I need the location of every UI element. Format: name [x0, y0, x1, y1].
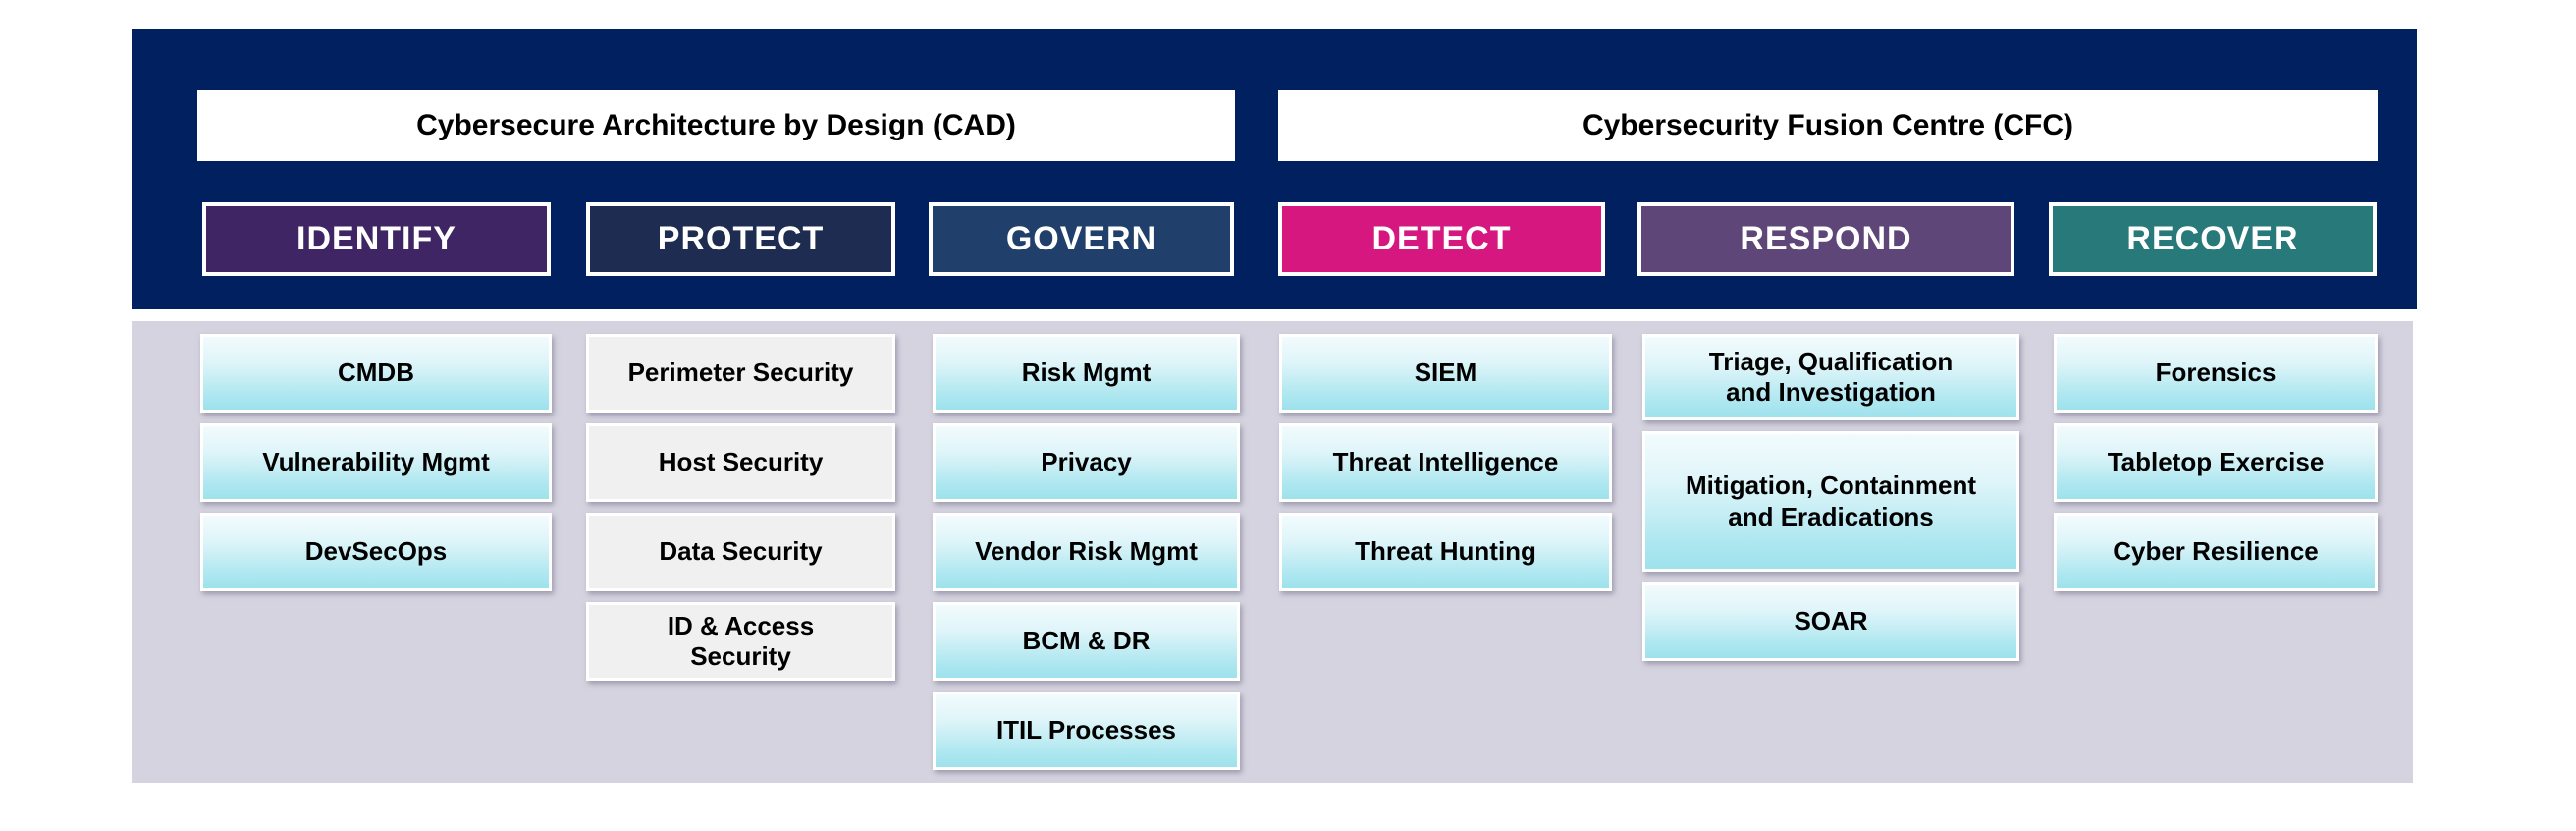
item-privacy: Privacy: [933, 423, 1240, 502]
item-perimeter-security: Perimeter Security: [586, 334, 895, 413]
item-id-access-security: ID & Access Security: [586, 602, 895, 681]
item-host-security: Host Security: [586, 423, 895, 502]
recover-column: Forensics Tabletop Exercise Cyber Resili…: [2054, 334, 2378, 591]
phase-govern: GOVERN: [929, 202, 1234, 276]
item-cmdb: CMDB: [200, 334, 552, 413]
phase-protect: PROTECT: [586, 202, 895, 276]
item-cyber-resilience: Cyber Resilience: [2054, 513, 2378, 591]
detect-column: SIEM Threat Intelligence Threat Hunting: [1279, 334, 1612, 591]
item-bcm-dr: BCM & DR: [933, 602, 1240, 681]
cad-title-text: Cybersecure Architecture by Design (CAD): [416, 109, 1016, 141]
item-vulnerability-mgmt: Vulnerability Mgmt: [200, 423, 552, 502]
cad-title-bar: Cybersecure Architecture by Design (CAD): [197, 90, 1235, 161]
item-itil-processes: ITIL Processes: [933, 692, 1240, 770]
item-mitigation-containment-eradications: Mitigation, Containment and Eradications: [1642, 431, 2019, 572]
item-risk-mgmt: Risk Mgmt: [933, 334, 1240, 413]
item-triage-qualification-investigation: Triage, Qualification and Investigation: [1642, 334, 2019, 420]
phase-identify: IDENTIFY: [202, 202, 551, 276]
header-band: Cybersecure Architecture by Design (CAD)…: [132, 29, 2417, 309]
body-panel: CMDB Vulnerability Mgmt DevSecOps Perime…: [132, 321, 2413, 783]
cfc-title-text: Cybersecurity Fusion Centre (CFC): [1582, 109, 2074, 141]
item-soar: SOAR: [1642, 582, 2019, 661]
item-vendor-risk-mgmt: Vendor Risk Mgmt: [933, 513, 1240, 591]
respond-column: Triage, Qualification and Investigation …: [1642, 334, 2019, 661]
item-data-security: Data Security: [586, 513, 895, 591]
item-tabletop-exercise: Tabletop Exercise: [2054, 423, 2378, 502]
item-devsecops: DevSecOps: [200, 513, 552, 591]
item-threat-intelligence: Threat Intelligence: [1279, 423, 1612, 502]
phase-recover: RECOVER: [2049, 202, 2377, 276]
protect-column: Perimeter Security Host Security Data Se…: [586, 334, 895, 681]
item-threat-hunting: Threat Hunting: [1279, 513, 1612, 591]
cfc-title-bar: Cybersecurity Fusion Centre (CFC): [1278, 90, 2378, 161]
item-siem: SIEM: [1279, 334, 1612, 413]
govern-column: Risk Mgmt Privacy Vendor Risk Mgmt BCM &…: [933, 334, 1240, 770]
identify-column: CMDB Vulnerability Mgmt DevSecOps: [200, 334, 552, 591]
phase-respond: RESPOND: [1637, 202, 2014, 276]
phase-detect: DETECT: [1278, 202, 1605, 276]
item-forensics: Forensics: [2054, 334, 2378, 413]
